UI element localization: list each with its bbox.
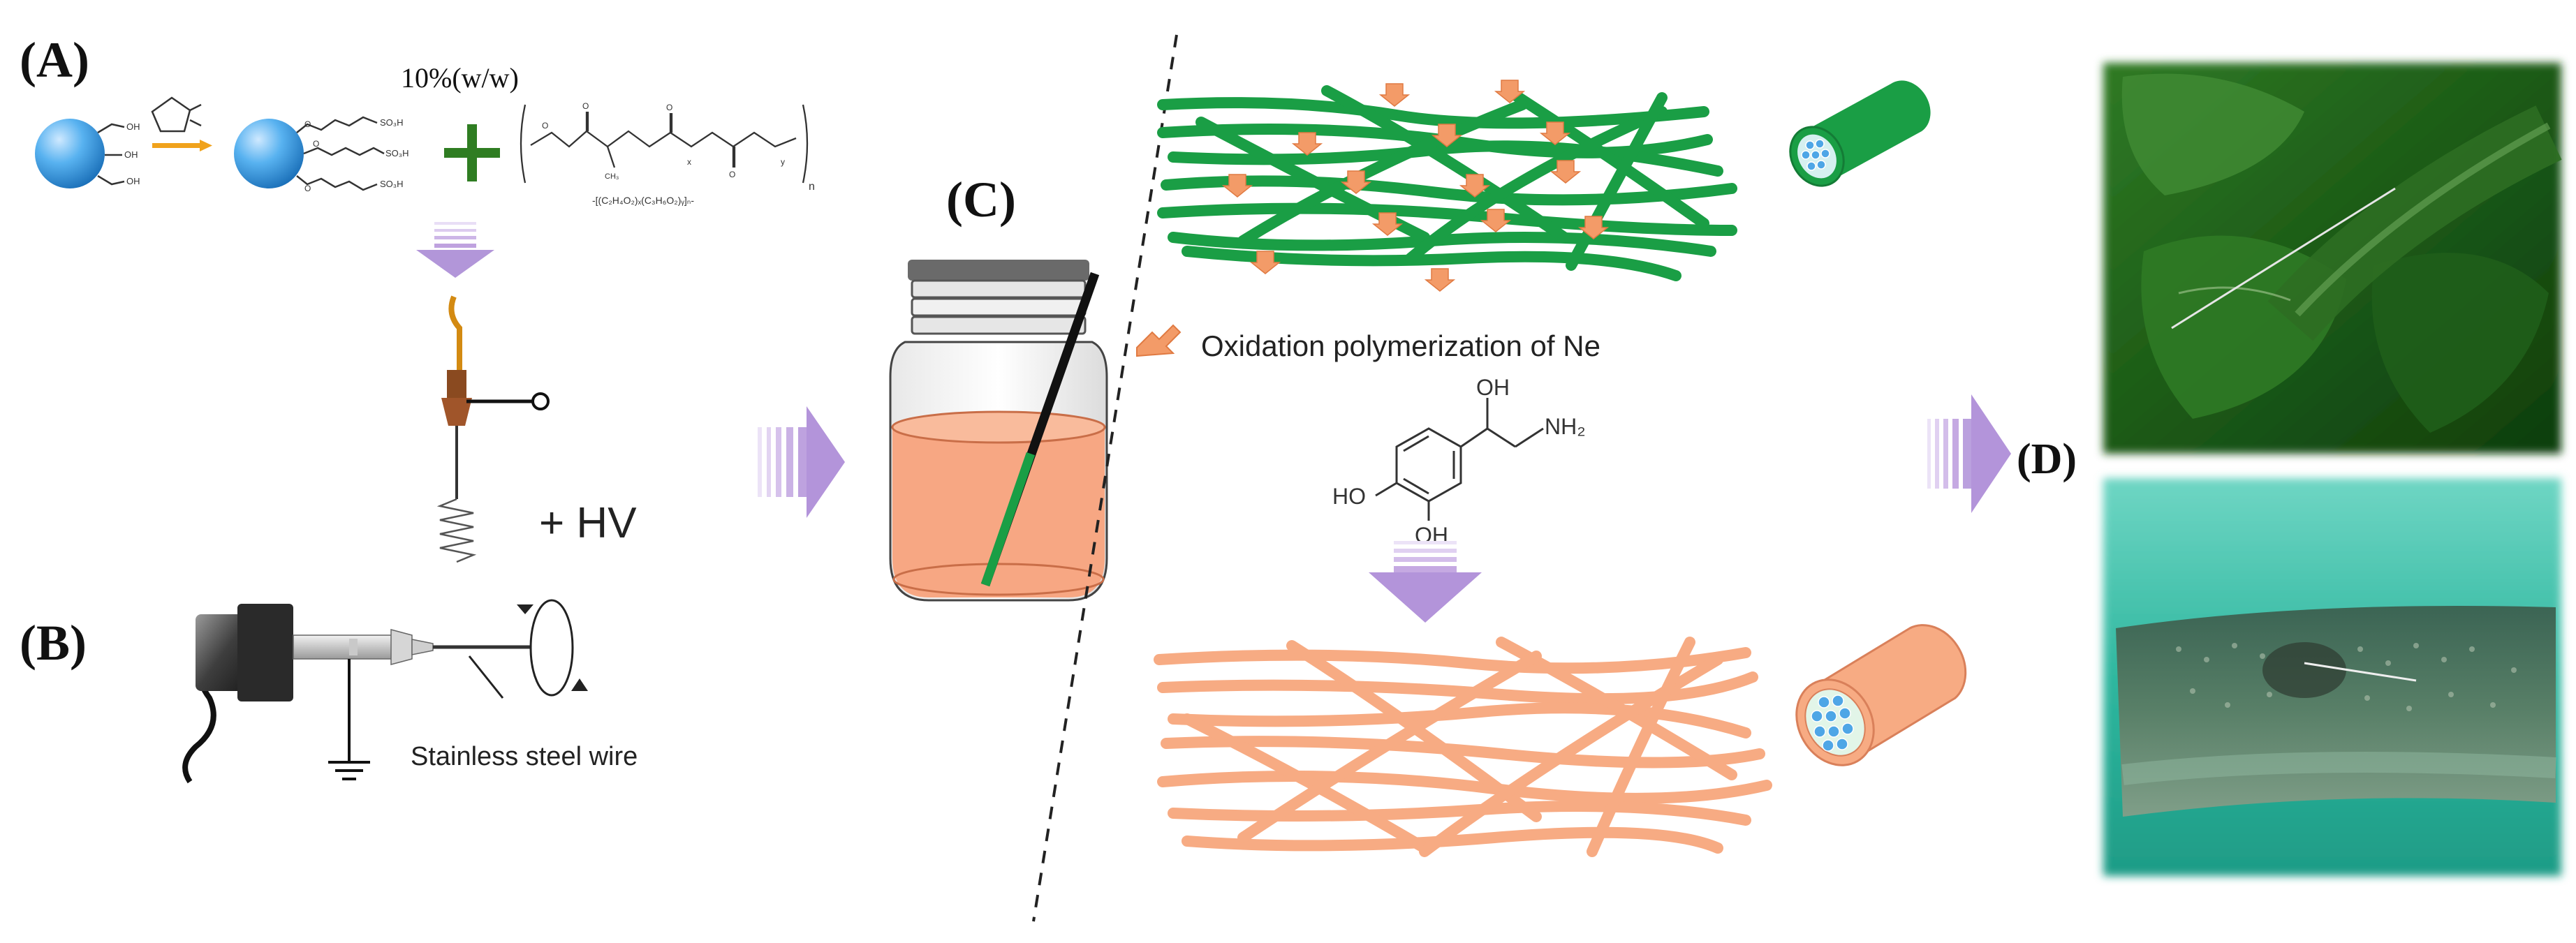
- molecule-nh2: NH₂: [1545, 414, 1586, 439]
- collector-motor: [182, 604, 531, 784]
- rotation-arrow-icon: [517, 599, 588, 697]
- plus-icon: [444, 124, 500, 181]
- so3h-label-3: SO₃H: [380, 179, 403, 189]
- reaction-arrow-icon: [152, 140, 212, 151]
- wire-pointer: [468, 655, 504, 699]
- sulfonate-arms: [296, 116, 385, 191]
- ether-o-2: O: [313, 139, 319, 149]
- hv-label: + HV: [539, 499, 637, 547]
- panel-label-a: (A): [20, 32, 89, 88]
- polymer-formula-footer: -[(C₂H₄O₂)ₓ(C₃H₆O₂)ᵧ]ₙ-: [592, 195, 694, 206]
- polymer-sub-n: n: [809, 181, 815, 193]
- oh-label-3: OH: [126, 176, 140, 186]
- molecule-ho-left: HO: [1332, 484, 1366, 509]
- oxidation-arrow-markers: [1221, 80, 1610, 292]
- process-arrow-down-icon: [416, 222, 494, 278]
- weight-ratio: 10%(w/w): [401, 62, 519, 94]
- chemistry-scheme-a: OH OH OH O O O SO₃H SO₃H SO₃H 10%(w/w): [35, 62, 815, 206]
- electrospinning-needle: [436, 295, 550, 563]
- coating-jar: [889, 260, 1108, 602]
- norepinephrine-structure: [1375, 398, 1544, 521]
- nanoparticle-sphere: [35, 119, 105, 188]
- so3h-label-1: SO₃H: [380, 117, 403, 128]
- process-arrow-right-icon: [758, 406, 845, 518]
- polymer-atom-o3: O: [666, 103, 672, 112]
- polymer-sub-x: x: [687, 157, 691, 167]
- polymer-atom-o4: O: [729, 170, 735, 179]
- oxidation-caption: Oxidation polymerization of Ne: [1201, 329, 1600, 362]
- leaf-photo: [2103, 63, 2562, 454]
- polymer-structure: [520, 104, 809, 184]
- polymer-atom-o1: O: [542, 121, 548, 131]
- legend-arrow-icon: [1136, 324, 1182, 357]
- hydroxyl-groups: [97, 123, 125, 186]
- molecule-oh-top: OH: [1476, 375, 1510, 400]
- orange-fiber-mat: [1154, 637, 1772, 857]
- process-arrow-right-d-icon: [1927, 394, 2011, 513]
- section-divider: [1032, 34, 1178, 922]
- panel-label-b: (B): [20, 615, 87, 671]
- polymer-atom-ch3: CH₃: [605, 172, 619, 181]
- green-fiber-cross-section: [1789, 80, 1931, 187]
- oh-label-2: OH: [124, 149, 138, 160]
- fish-photo: [2103, 478, 2561, 876]
- panel-label-d: (D): [2017, 436, 2077, 483]
- green-fiber-mat: [1157, 85, 1737, 281]
- ether-o-3: O: [304, 184, 311, 193]
- polymerization-arrow-down-icon: [1369, 541, 1482, 623]
- so3h-label-2: SO₃H: [385, 148, 409, 158]
- sultone-icon: [151, 96, 202, 133]
- panel-label-c: (C): [946, 172, 1016, 228]
- stainless-steel-wire-label: Stainless steel wire: [411, 742, 638, 771]
- polymer-atom-o2: O: [582, 101, 589, 111]
- polymer-sub-y: y: [781, 157, 785, 167]
- ether-o-1: O: [304, 119, 311, 129]
- oh-label-1: OH: [126, 121, 140, 132]
- sulfonated-sphere: [234, 119, 304, 188]
- orange-fiber-cross-section: [1795, 624, 1967, 766]
